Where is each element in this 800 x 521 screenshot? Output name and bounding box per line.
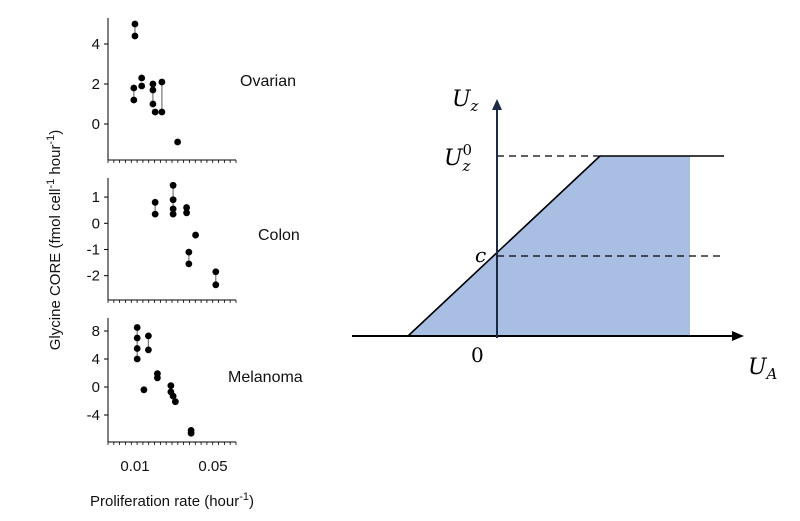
scatter-panels: 4 2 0 Ovarian 1 0 -1 -2 Colon 8 4 0 -4 Melanoma [87,18,303,445]
data-point [138,74,146,82]
scatter-panel-melanoma: 8 4 0 -4 Melanoma [87,318,303,445]
y-tick-label: 4 [92,36,100,53]
data-point [154,374,161,382]
x-axis-arrowhead [732,331,744,341]
panel-label-colon: Colon [258,227,300,244]
scatter-panel-colon: 1 0 -1 -2 Colon [87,178,300,303]
x-tick-label-0: 0.01 [120,458,149,475]
data-point [169,181,177,189]
data-point [151,198,159,206]
data-point [169,196,177,204]
shaded-region [408,156,690,336]
data-point [133,324,141,331]
y-axis-title: Glycine CORE (fmol cell-1 hour-1) [45,130,64,350]
sloped-boundary-line [407,155,601,337]
panel-label-ovarian: Ovarian [240,73,296,90]
y-tick-label: 0 [92,379,100,396]
data-point [133,345,141,352]
intercept-label: c [475,243,486,267]
data-point [183,204,190,211]
data-point [167,382,175,389]
left-figure: Glycine CORE (fmol cell-1 hour-1) 4 2 0 Ova… [45,18,303,510]
data-point [138,82,146,90]
y-tick-label: -4 [87,407,100,424]
data-point [133,334,141,342]
y-tick-label: 4 [92,351,100,368]
data-point [185,248,193,256]
y-tick-label: 2 [92,76,100,93]
data-point [174,138,182,146]
data-point [131,20,139,28]
data-point [149,80,157,88]
data-point [145,346,152,354]
data-point [158,108,166,116]
y-tick-label: 1 [92,189,100,206]
data-point [131,32,139,40]
right-diagram: Uz Uz0 c 0 UA [352,87,778,383]
data-point [133,355,141,363]
data-point [149,100,157,108]
data-point [192,231,199,239]
x-axis-label: UA [748,355,778,383]
y-axis-label: Uz [452,87,479,115]
panel-label-melanoma: Melanoma [228,369,303,386]
data-point [212,281,220,289]
data-point [130,96,138,104]
data-point [171,398,179,406]
data-point [169,210,177,218]
origin-label: 0 [471,343,484,367]
data-point [187,429,195,437]
data-point [158,78,166,86]
data-point [169,392,177,400]
y-tick-label: -1 [87,241,100,258]
data-point [212,268,220,276]
data-point [185,260,193,268]
y-tick-label: -2 [87,268,100,285]
x-axis-title: Proliferation rate (hour-1) [90,491,254,510]
y-tick-label: 0 [92,215,100,232]
x-tick-label-1: 0.05 [198,458,227,475]
y-axis-arrowhead [492,99,502,110]
y-tick-label: 8 [92,323,100,340]
data-point [169,205,177,213]
data-point [151,210,159,218]
scatter-panel-ovarian: 4 2 0 Ovarian [92,18,296,163]
data-point [183,209,190,217]
y-tick-label: 0 [92,116,100,133]
data-point [140,386,148,394]
data-point [151,108,159,116]
data-point [149,86,157,94]
data-point [130,84,138,92]
data-point [145,332,152,340]
upper-level-label: Uz0 [444,141,472,175]
